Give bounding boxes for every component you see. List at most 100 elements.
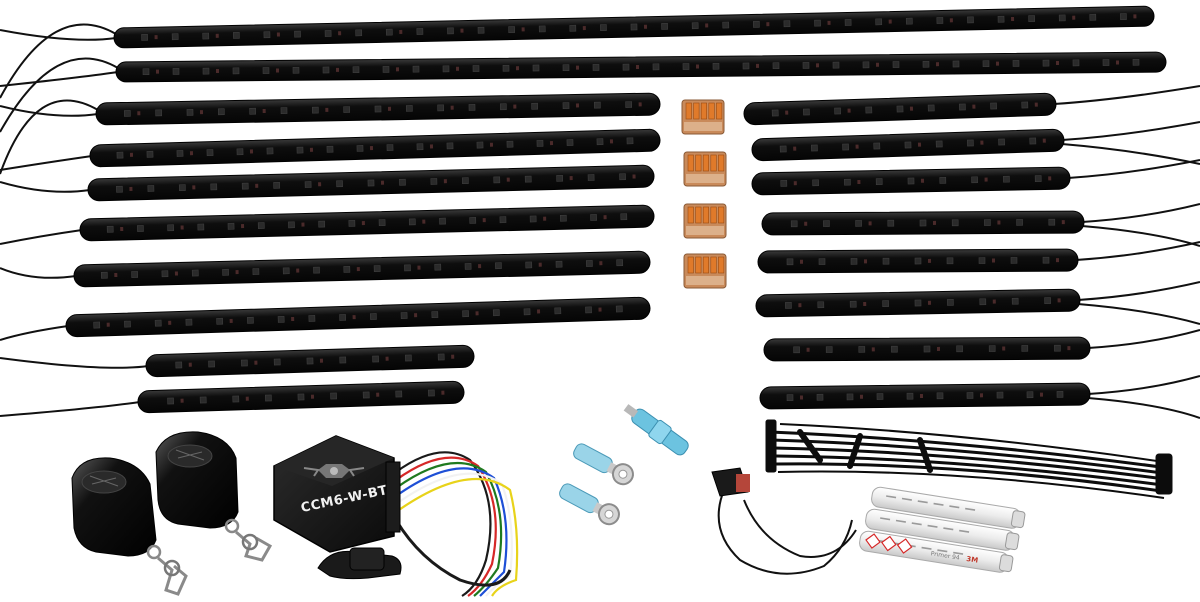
led-chip xyxy=(404,264,411,272)
led-chip xyxy=(472,65,480,72)
resistor xyxy=(199,110,204,115)
led-chip xyxy=(554,307,562,315)
resistor xyxy=(318,182,322,187)
resistor xyxy=(352,315,356,320)
led-chip xyxy=(1021,345,1029,352)
led-chip xyxy=(502,64,510,72)
resistor xyxy=(806,347,810,352)
strip-lead-wire xyxy=(0,23,117,99)
led-chip xyxy=(155,109,163,117)
led-chip xyxy=(296,146,304,154)
led-chip xyxy=(936,392,944,400)
led-chip xyxy=(277,315,285,323)
led-chip xyxy=(217,108,225,116)
led-chip xyxy=(492,309,500,317)
led-strip xyxy=(137,380,465,414)
led-chip xyxy=(585,260,593,267)
led-chip xyxy=(508,26,516,33)
led-chip xyxy=(249,107,257,115)
harness-wire xyxy=(395,478,519,597)
wire-connectors xyxy=(681,99,727,289)
strip-wires xyxy=(0,23,1200,419)
resistor xyxy=(513,104,517,109)
led-chip xyxy=(988,345,996,352)
led-chip xyxy=(154,319,162,327)
resistor xyxy=(369,146,374,151)
tube-cap xyxy=(998,554,1014,573)
led-chip xyxy=(93,321,101,329)
led-chip xyxy=(326,145,334,153)
led-chip xyxy=(875,178,883,185)
led-chip xyxy=(288,221,295,229)
strip-body xyxy=(79,204,655,242)
led-chip xyxy=(906,392,914,400)
resistor xyxy=(106,322,110,327)
led-chip xyxy=(343,265,351,273)
led-chip xyxy=(439,217,446,225)
strip-lead-wire xyxy=(1053,85,1200,105)
led-chip xyxy=(846,393,854,401)
resistor xyxy=(804,221,808,226)
led-chip xyxy=(280,107,288,115)
resistor xyxy=(909,106,914,111)
resistor xyxy=(705,23,709,28)
tube-brand-label: 3M xyxy=(966,555,979,565)
led-chip xyxy=(493,176,501,184)
tube-print-line xyxy=(943,527,954,531)
resistor xyxy=(855,144,859,149)
resistor xyxy=(638,102,642,107)
resistor xyxy=(192,185,196,190)
crimp-terminals xyxy=(559,404,689,526)
led-chip xyxy=(951,219,959,227)
led-chip xyxy=(311,106,319,114)
led-chip xyxy=(862,61,870,69)
resistor xyxy=(189,151,194,156)
led-chip xyxy=(395,390,403,398)
resistor xyxy=(155,69,160,74)
controller-module: CCM6-W-BT xyxy=(273,435,519,597)
strip-lead-wire xyxy=(1087,397,1200,419)
resistor xyxy=(417,265,421,270)
led-chip xyxy=(905,17,913,25)
led-chip xyxy=(446,142,454,150)
led-chip xyxy=(147,185,155,192)
ring-terminal-upper-icon xyxy=(573,443,634,486)
led-chip xyxy=(416,28,424,35)
resistor xyxy=(863,301,867,307)
led-chip xyxy=(428,389,435,397)
strip-lead-wire xyxy=(1081,225,1200,247)
led-strip xyxy=(145,344,475,378)
resistor xyxy=(335,67,340,72)
led-chip xyxy=(525,261,533,269)
led-chip xyxy=(927,104,935,112)
strip-lead-wire xyxy=(1061,121,1200,141)
resistor xyxy=(129,152,134,157)
led-chip xyxy=(593,101,601,109)
resistor xyxy=(695,64,700,69)
resistor xyxy=(932,220,937,225)
strip-lead-wire xyxy=(1061,143,1200,165)
strip-body xyxy=(65,296,651,338)
tube-print-line xyxy=(895,519,906,523)
resistor xyxy=(235,270,239,275)
resistor xyxy=(450,105,454,110)
resistor xyxy=(319,358,324,363)
resistor xyxy=(478,264,482,269)
strip-lead-wire xyxy=(0,325,69,341)
led-chip xyxy=(523,308,531,316)
led-chip xyxy=(967,16,974,24)
led-chip xyxy=(191,269,199,277)
led-chip xyxy=(896,105,904,113)
strip-lead-wire xyxy=(0,401,141,417)
resistor xyxy=(847,108,851,113)
led-chip xyxy=(1072,59,1080,67)
tube-cap xyxy=(1010,510,1026,529)
led-chip xyxy=(116,185,123,193)
led-chip xyxy=(536,139,544,147)
led-chip xyxy=(304,181,312,188)
led-strip xyxy=(743,92,1057,126)
led-chip xyxy=(222,268,229,276)
led-chip xyxy=(966,139,974,147)
led-chip xyxy=(971,176,978,184)
